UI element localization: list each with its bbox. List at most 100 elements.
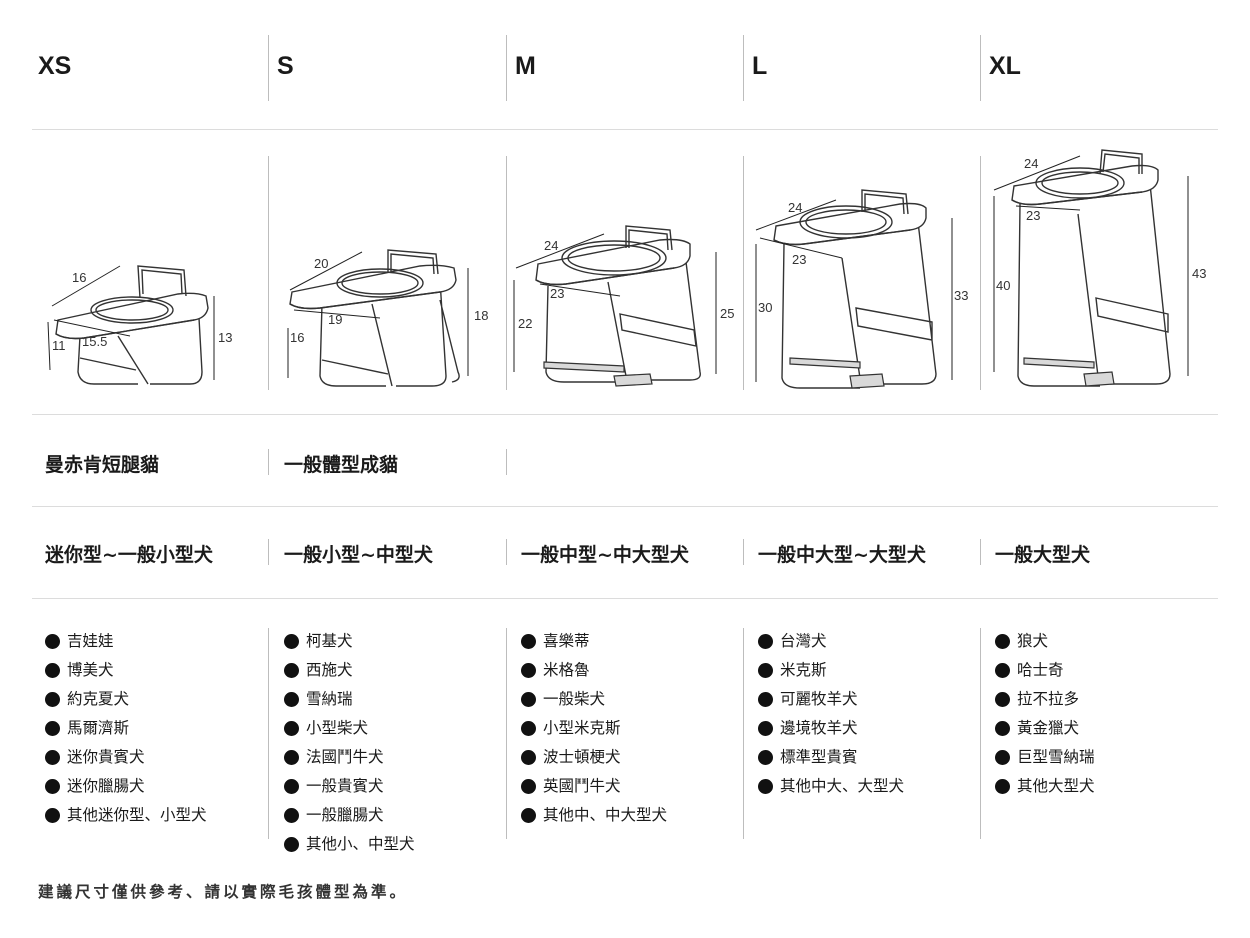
dim-top-xl: 24	[1024, 156, 1038, 171]
breed-name: 一般臘腸犬	[306, 806, 384, 824]
breed-name: 迷你臘腸犬	[67, 777, 145, 795]
divider-illustrations	[32, 414, 1218, 415]
list-item: 其他迷你型、小型犬	[45, 801, 207, 830]
breed-name: 約克夏犬	[67, 690, 130, 708]
breed-name: 英國鬥牛犬	[543, 777, 621, 795]
dim-top-xs: 16	[72, 270, 86, 285]
breed-name: 一般貴賓犬	[306, 777, 384, 795]
stand-illustration-m: 24 23 22 25	[513, 225, 734, 387]
dim-inner-s: 19	[328, 312, 342, 327]
list-item: 英國鬥牛犬	[521, 772, 667, 801]
col-divider	[743, 628, 744, 839]
dim-top-l: 24	[788, 200, 802, 215]
dim-left-h-m: 22	[518, 316, 532, 331]
dim-left-h-xs: 11	[52, 338, 66, 353]
list-item: 馬爾濟斯	[45, 714, 207, 743]
breed-name: 狼犬	[1017, 632, 1049, 650]
dim-right-h-xs: 13	[218, 330, 232, 345]
bullet-icon	[521, 779, 536, 794]
col-divider	[506, 539, 507, 565]
breed-name: 喜樂蒂	[543, 632, 590, 650]
breed-list-m: 喜樂蒂 米格魯 一般柴犬 小型米克斯 波士頓梗犬 英國鬥牛犬 其他中、中大型犬	[521, 627, 667, 830]
size-label-m: M	[515, 52, 536, 80]
breed-name: 黃金獵犬	[1017, 719, 1080, 737]
list-item: 柯基犬	[284, 627, 415, 656]
dim-right-h-l: 33	[954, 288, 968, 303]
list-item: 約克夏犬	[45, 685, 207, 714]
list-item: 喜樂蒂	[521, 627, 667, 656]
list-item: 米克斯	[758, 656, 904, 685]
stand-m: 24 23 22 25	[513, 225, 734, 387]
breed-name: 雪納瑞	[306, 690, 353, 708]
dog-label-xs: 迷你型~一般小型犬	[45, 544, 213, 566]
breed-list-l: 台灣犬 米克斯 可麗牧羊犬 邊境牧羊犬 標準型貴賓 其他中大、大型犬	[758, 627, 904, 801]
bullet-icon	[758, 779, 773, 794]
bullet-icon	[284, 692, 299, 707]
list-item: 小型柴犬	[284, 714, 415, 743]
bullet-icon	[758, 634, 773, 649]
breed-name: 台灣犬	[780, 632, 827, 650]
bullet-icon	[45, 721, 60, 736]
col-divider	[268, 35, 269, 101]
breed-name: 馬爾濟斯	[67, 719, 130, 737]
col-divider	[980, 628, 981, 839]
list-item: 可麗牧羊犬	[758, 685, 904, 714]
list-item: 台灣犬	[758, 627, 904, 656]
breed-name: 其他小、中型犬	[306, 835, 415, 853]
breed-name: 其他中、中大型犬	[543, 806, 668, 824]
breed-name: 標準型貴賓	[780, 748, 858, 766]
col-divider	[268, 449, 269, 475]
col-divider	[268, 156, 269, 390]
bullet-icon	[284, 750, 299, 765]
list-item: 其他中、中大型犬	[521, 801, 667, 830]
stand-illustration-l: 24 23 30 33	[755, 189, 968, 389]
list-item: 狼犬	[995, 627, 1095, 656]
dim-top-m: 24	[544, 238, 558, 253]
list-item: 博美犬	[45, 656, 207, 685]
stand-xs: 16 15.5 11 13	[47, 265, 232, 385]
list-item: 西施犬	[284, 656, 415, 685]
breed-name: 可麗牧羊犬	[780, 690, 858, 708]
divider-header	[32, 129, 1218, 130]
col-divider	[506, 449, 507, 475]
col-divider	[506, 156, 507, 390]
breed-list-s: 柯基犬 西施犬 雪納瑞 小型柴犬 法國鬥牛犬 一般貴賓犬 一般臘腸犬 其他小、中…	[284, 627, 415, 859]
bullet-icon	[45, 808, 60, 823]
dog-label-m: 一般中型~中大型犬	[521, 544, 689, 566]
bullet-icon	[45, 634, 60, 649]
breed-name: 米格魯	[543, 661, 590, 679]
dim-inner-xl: 23	[1026, 208, 1040, 223]
dog-label-l: 一般中大型~大型犬	[758, 544, 926, 566]
col-divider	[980, 35, 981, 101]
breed-name: 迷你貴賓犬	[67, 748, 145, 766]
bullet-icon	[995, 634, 1010, 649]
bullet-icon	[995, 663, 1010, 678]
breed-name: 波士頓梗犬	[543, 748, 621, 766]
list-item: 小型米克斯	[521, 714, 667, 743]
stand-illustration-xs: 16 15.5 11 13	[47, 265, 232, 385]
list-item: 其他中大、大型犬	[758, 772, 904, 801]
bullet-icon	[284, 779, 299, 794]
breed-name: 小型米克斯	[543, 719, 621, 737]
breed-name: 拉不拉多	[1017, 690, 1080, 708]
list-item: 巨型雪納瑞	[995, 743, 1095, 772]
bullet-icon	[284, 634, 299, 649]
list-item: 哈士奇	[995, 656, 1095, 685]
list-item: 一般柴犬	[521, 685, 667, 714]
list-item: 迷你貴賓犬	[45, 743, 207, 772]
bullet-icon	[758, 692, 773, 707]
bullet-icon	[521, 808, 536, 823]
breed-name: 一般柴犬	[543, 690, 606, 708]
list-item: 邊境牧羊犬	[758, 714, 904, 743]
size-label-xs: XS	[38, 52, 72, 80]
dog-label-xl: 一般大型犬	[995, 544, 1091, 566]
col-divider	[980, 156, 981, 390]
breed-name: 哈士奇	[1017, 661, 1064, 679]
stand-illustration-xl: 24 23 40 43	[993, 149, 1206, 387]
bullet-icon	[521, 663, 536, 678]
cat-label-xs: 曼赤肯短腿貓	[45, 454, 160, 476]
dim-left-h-s: 16	[290, 330, 304, 345]
dim-inner-l: 23	[792, 252, 806, 267]
breed-name: 邊境牧羊犬	[780, 719, 858, 737]
dim-left-h-xl: 40	[996, 278, 1010, 293]
